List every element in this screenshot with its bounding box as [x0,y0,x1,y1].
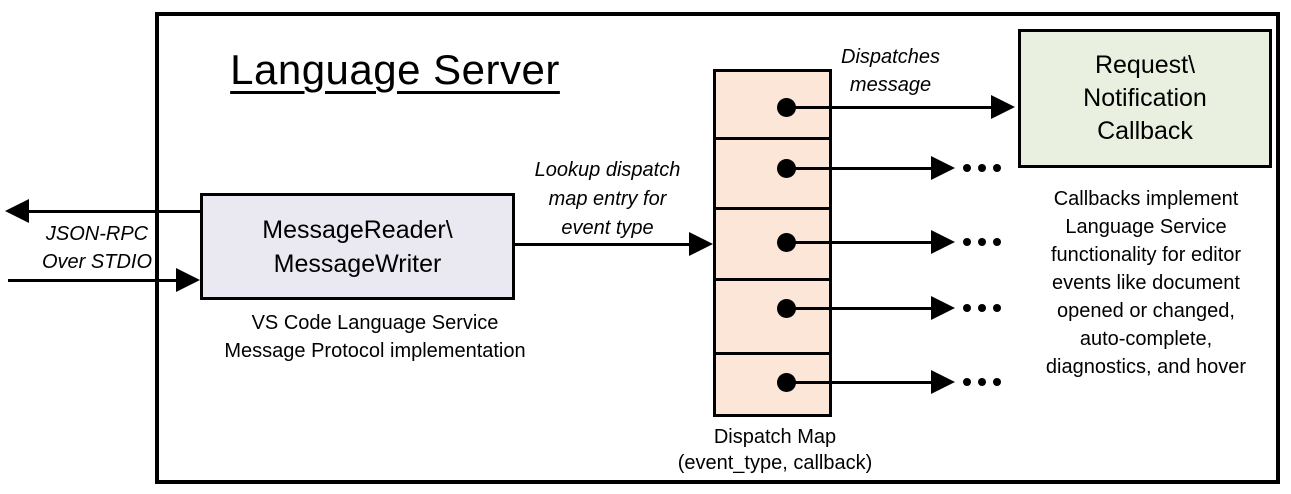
stdio-out-arrow-line [25,210,200,213]
connector-dot-icon [777,159,796,178]
reader-box-line2: MessageWriter [273,249,442,278]
arrow-right-icon [931,296,955,320]
ellipsis-icon [963,238,1001,246]
connector-dot-icon [777,233,796,252]
lookup-label-line1: Lookup dispatch [534,159,681,181]
callback-box-line2: Notification [1083,84,1207,112]
dispatches-label-line1: Dispatches [841,46,940,68]
dispatch-cell-divider [716,352,829,355]
dispatches-label: Dispatches message [818,43,963,99]
request-notification-callback-box: Request\ Notification Callback [1018,29,1272,168]
arrow-right-icon [931,370,955,394]
callbacks-note-line: functionality for editor [1050,244,1242,266]
ellipsis-icon [963,164,1001,172]
callbacks-note-line: opened or changed, [1057,300,1235,322]
stdio-label-line2: Over STDIO [41,251,152,273]
message-reader-writer-box: MessageReader\ MessageWriter [200,193,515,300]
stdio-label-line1: JSON-RPC [45,223,149,245]
lookup-label-line2: map entry for [548,188,667,210]
dispatch-arrow-line [787,106,993,109]
stdio-label: JSON-RPC Over STDIO [22,220,172,276]
dispatch-arrow-line [787,241,933,244]
reader-box-line1: MessageReader\ [262,215,453,244]
dispatch-cell-divider [716,278,829,281]
lookup-label: Lookup dispatch map entry for event type [515,156,700,243]
dispatch-cell-divider [716,207,829,210]
callbacks-note-line: Callbacks implement [1053,188,1239,210]
ellipsis-icon [963,304,1001,312]
dispatch-cell-divider [716,137,829,140]
reader-caption: VS Code Language Service Message Protoco… [170,309,580,365]
page-title: Language Server [230,46,560,93]
dispatches-label-line2: message [849,74,932,96]
callbacks-note: Callbacks implement Language Service fun… [1020,185,1272,381]
dispatch-map-caption-line2: (event_type, callback) [677,452,873,474]
callbacks-note-line: events like document [1052,272,1240,294]
callbacks-note-line: auto-complete, [1079,328,1213,350]
stdio-in-arrow-line [8,279,178,282]
arrow-right-icon [931,156,955,180]
connector-dot-icon [777,373,796,392]
connector-dot-icon [777,299,796,318]
lookup-arrow-line [515,243,691,246]
callback-box-line3: Callback [1097,117,1193,145]
callbacks-note-line: Language Service [1065,216,1227,238]
connector-dot-icon [777,98,796,117]
dispatch-map-caption: Dispatch Map (event_type, callback) [664,424,886,476]
dispatch-map-caption-line1: Dispatch Map [713,426,837,448]
reader-caption-line2: Message Protocol implementation [224,340,526,362]
arrow-right-icon [176,268,200,292]
arrow-right-icon [931,230,955,254]
arrow-right-icon [991,95,1015,119]
dispatch-arrow-line [787,381,933,384]
dispatch-arrow-line [787,167,933,170]
reader-caption-line1: VS Code Language Service [251,312,499,334]
lookup-label-line3: event type [561,217,654,239]
arrow-left-icon [5,199,29,223]
dispatch-arrow-line [787,307,933,310]
callback-box-line1: Request\ [1094,51,1196,79]
callbacks-note-line: diagnostics, and hover [1045,356,1247,378]
arrow-right-icon [689,232,713,256]
ellipsis-icon [963,378,1001,386]
